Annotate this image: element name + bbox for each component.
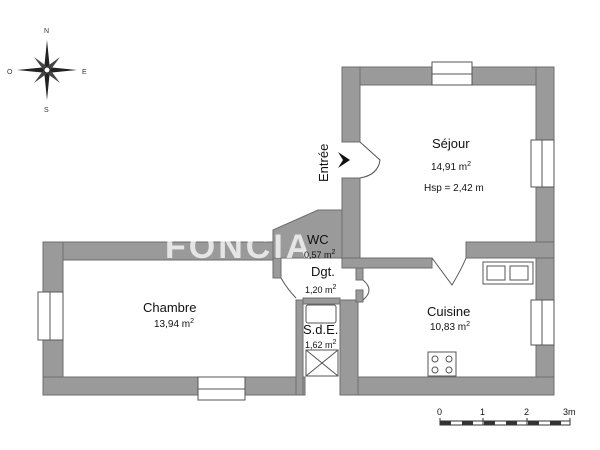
compass-east: E (82, 69, 87, 76)
compass-rose: N S E O (7, 28, 87, 114)
room-name: WC (307, 232, 329, 247)
room-sde: S.d.E. 1,62 m2 (303, 322, 338, 350)
kitchen-fixtures (427, 261, 534, 377)
scale-label-0: 0 (437, 407, 442, 417)
sde-fixtures (305, 304, 339, 377)
scale-bar: 0 1 2 3m (437, 407, 576, 426)
scale-label-2: 2 (524, 407, 529, 417)
room-area: 1,20 m2 (305, 284, 337, 295)
room-area: 14,91 m2 (431, 161, 471, 173)
room-area: 13,94 m2 (154, 318, 194, 330)
room-cuisine: Cuisine 10,83 m2 (427, 304, 470, 333)
room-name: Cuisine (427, 304, 470, 319)
room-area: 1,62 m2 (305, 339, 337, 350)
room-name: Chambre (143, 300, 196, 315)
doors (280, 141, 467, 301)
entrance-arrow (338, 152, 350, 168)
compass-west: O (7, 69, 13, 76)
scale-label-1: 1 (480, 407, 485, 417)
entrance-label: Entrée (316, 144, 331, 182)
room-wc: WC 0,57 m2 (304, 232, 336, 260)
scale-label-3: 3m (563, 407, 576, 417)
room-name: Dgt. (311, 264, 335, 279)
watermark-logo: FONCIA (165, 228, 313, 266)
ceiling-height: Hsp = 2,42 m (424, 183, 484, 194)
windows (37, 61, 555, 401)
compass-north: N (44, 28, 49, 35)
room-dgt: Dgt. 1,20 m2 (305, 264, 337, 295)
entrance: Entrée (316, 144, 350, 182)
room-name: Séjour (432, 136, 470, 151)
room-chambre: Chambre 13,94 m2 (143, 300, 196, 330)
room-sejour: Séjour 14,91 m2 Hsp = 2,42 m (424, 136, 484, 194)
compass-south: S (44, 107, 49, 114)
room-area: 10,83 m2 (430, 321, 470, 333)
room-area: 0,57 m2 (304, 249, 336, 260)
room-name: S.d.E. (303, 322, 338, 337)
